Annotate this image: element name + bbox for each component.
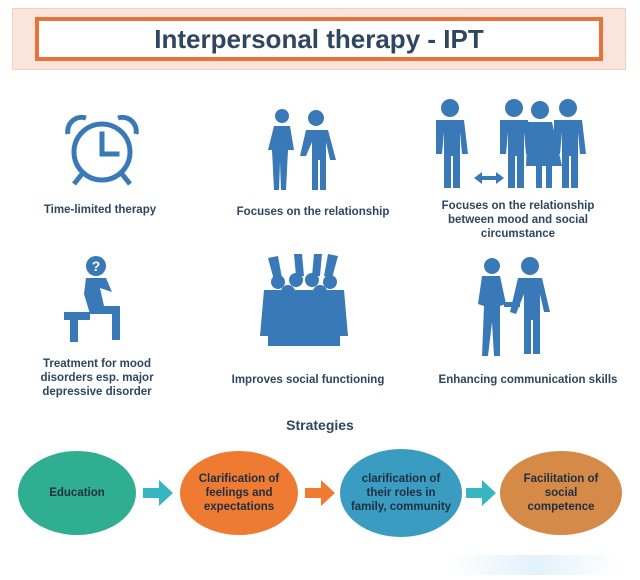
thinking-person-icon: ? [64,256,120,342]
strategy-clarification-roles: clarification of their roles in family, … [340,449,462,537]
strategy-facilitation: Facilitation of social competence [500,451,622,535]
strategies-title: Strategies [286,417,354,433]
strategy-clarification-feelings: Clarification of feelings and expectatio… [180,451,298,535]
cheering-group-icon [260,254,348,346]
arrow-right-icon [143,480,173,506]
couple-talking-icon [268,109,336,190]
feature-caption-mood-disorders: Treatment for mood disorders esp. major … [40,358,154,398]
arrow-right-icon [466,480,496,506]
feature-caption-communication: Enhancing communication skills [438,374,618,386]
feature-caption-time-limited: Time-limited therapy [43,204,157,216]
couple-walking-icon [478,257,550,356]
alarm-clock-icon [65,114,139,186]
feature-caption-mood-social: Focuses on the relationship between mood… [441,200,595,240]
strategy-education: Education [18,451,136,535]
person-and-group-icon [436,99,586,188]
feature-caption-relationship: Focuses on the relationship [236,206,390,218]
feature-caption-social-functioning: Improves social functioning [231,374,385,386]
page-title: Interpersonal therapy - IPT [35,17,603,61]
decorative-glow [450,555,620,575]
svg-text:?: ? [92,258,101,274]
title-banner: Interpersonal therapy - IPT [12,8,626,70]
arrow-right-icon [305,480,335,506]
